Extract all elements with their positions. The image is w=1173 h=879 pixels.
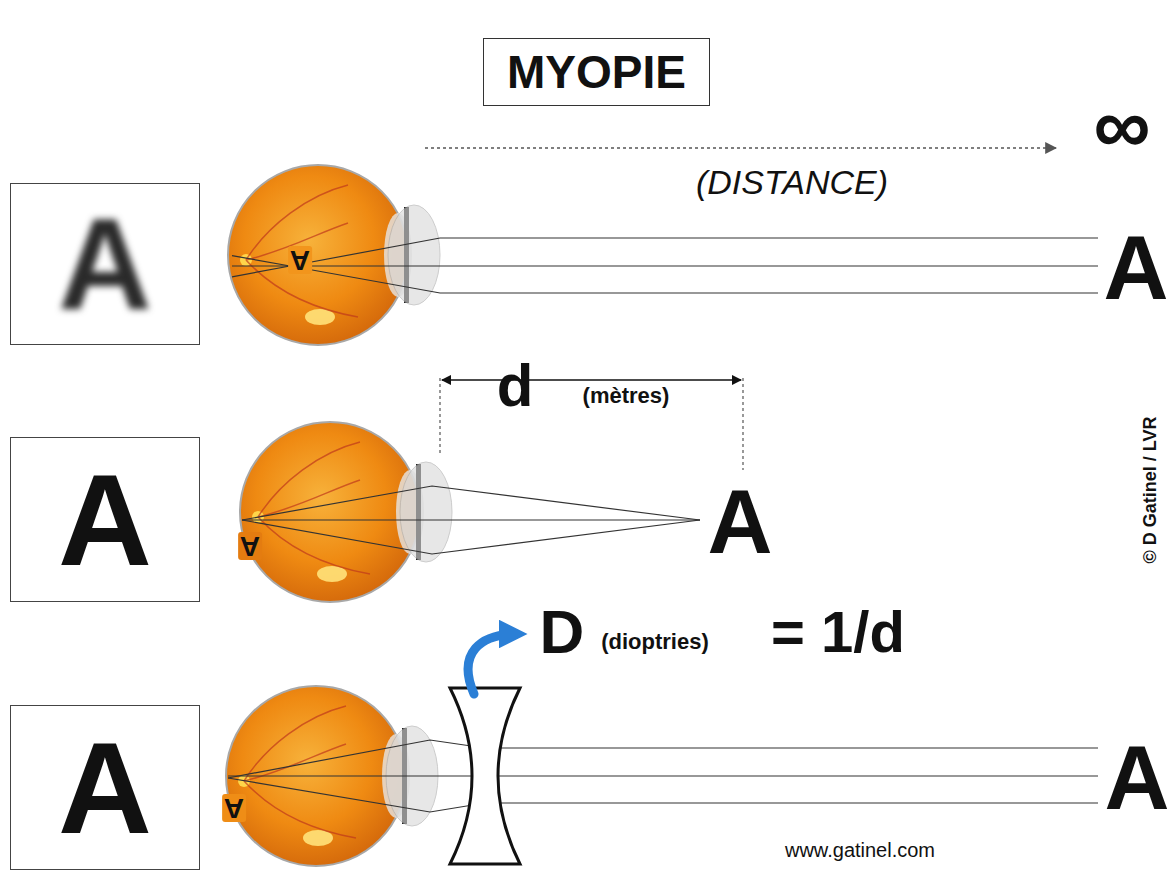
object-letter: A (1104, 223, 1169, 313)
view-box: A (10, 705, 200, 870)
distance-arrow (425, 147, 1056, 149)
curved-arrow (468, 634, 516, 694)
unit-label: (dioptries) (601, 631, 709, 653)
infinity-symbol: ∞ (1093, 86, 1150, 166)
light-rays (228, 740, 1098, 812)
eye (240, 422, 452, 602)
light-rays (232, 238, 1098, 293)
eye (228, 165, 440, 345)
image-letter: A (222, 794, 246, 822)
copyright: © D Gatinel / LVR (1141, 417, 1159, 564)
title: MYOPIE (507, 45, 686, 99)
object-letter: A (1105, 733, 1170, 823)
light-rays (242, 486, 700, 554)
unit-label: (mètres) (583, 385, 670, 407)
object-letter: A (708, 477, 773, 567)
cornea (388, 205, 440, 305)
eyeball (240, 422, 420, 602)
footer-band (735, 815, 1173, 879)
extension-line (439, 378, 440, 456)
retina-vessels (246, 185, 358, 317)
extension-line (742, 378, 743, 470)
cornea (400, 462, 452, 562)
eyeball (228, 165, 408, 345)
view-letter: A (58, 455, 152, 585)
distance-symbol: d (497, 356, 534, 416)
view-box: A (10, 437, 200, 602)
retina-vessels (258, 442, 370, 574)
formula: = 1/d (771, 603, 905, 661)
view-letter: A (58, 723, 152, 853)
image-letter: A (288, 246, 312, 274)
power-symbol: D (540, 601, 585, 663)
view-box: A (10, 183, 200, 345)
dimension-line (442, 379, 741, 381)
view-letter: A (58, 199, 152, 329)
axis-label: (DISTANCE) (696, 165, 888, 199)
concave-lens (450, 688, 520, 864)
website: www.gatinel.com (785, 840, 935, 860)
image-letter: A (238, 532, 262, 560)
title-box: MYOPIE (483, 38, 710, 106)
